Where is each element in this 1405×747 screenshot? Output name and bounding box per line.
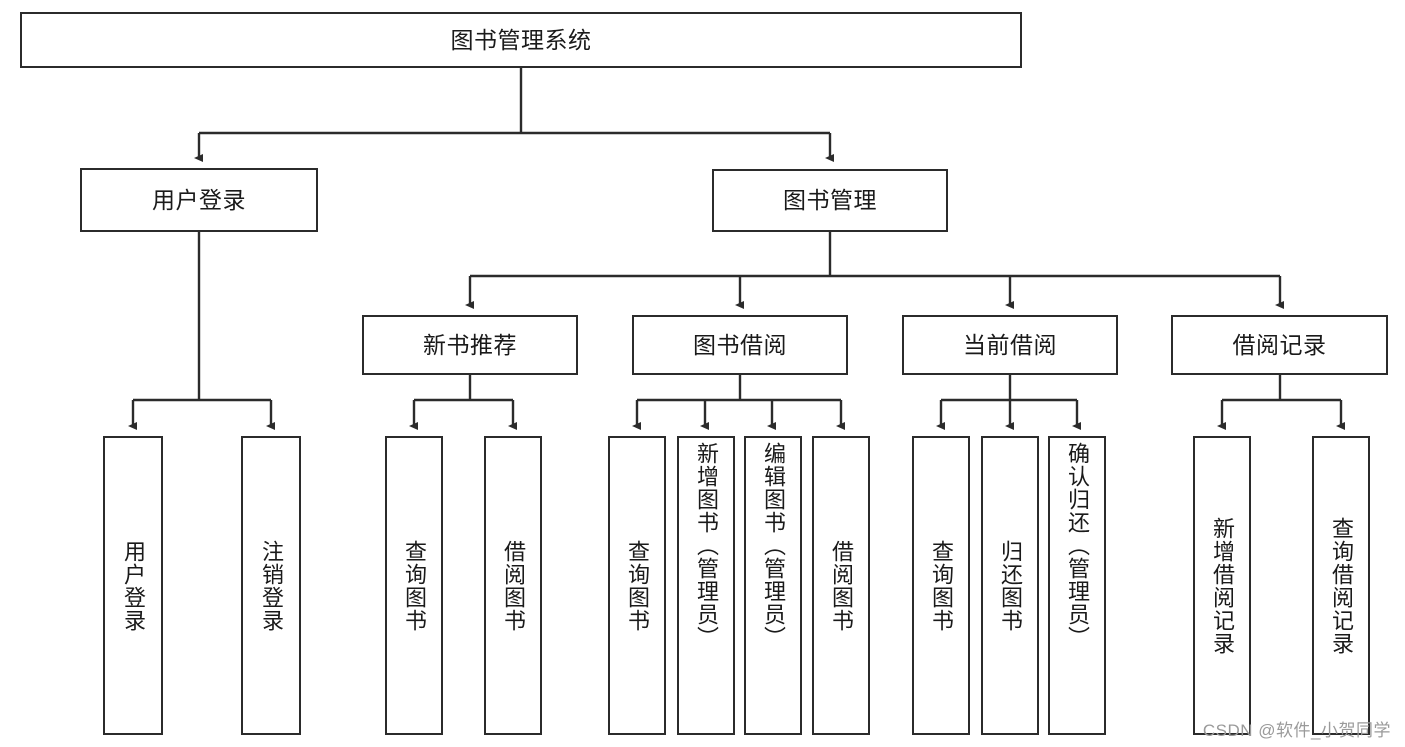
node-label: 借阅图书 bbox=[500, 539, 526, 632]
node-user-login[interactable]: 用户登录 bbox=[80, 168, 318, 232]
vertical-text-wrap: 新增借阅记录 bbox=[1195, 438, 1249, 733]
node-book-management[interactable]: 图书管理 bbox=[712, 169, 948, 232]
node-current-borrow[interactable]: 当前借阅 bbox=[902, 315, 1118, 375]
node-label: 图书借阅 bbox=[693, 331, 787, 358]
node-leaf-edit-book-admin[interactable]: 编辑图书（管理员） bbox=[744, 436, 802, 735]
node-label: 注销登录 bbox=[258, 539, 284, 632]
node-leaf-return-book[interactable]: 归还图书 bbox=[981, 436, 1039, 735]
node-leaf-add-borrow-record[interactable]: 新增借阅记录 bbox=[1193, 436, 1251, 735]
vertical-text-wrap: 查询借阅记录 bbox=[1314, 438, 1368, 733]
node-leaf-query-book-borrow[interactable]: 查询图书 bbox=[608, 436, 666, 735]
node-label: 借阅记录 bbox=[1232, 331, 1327, 358]
node-leaf-borrow-book-recommend[interactable]: 借阅图书 bbox=[484, 436, 542, 735]
vertical-text-wrap: 新增图书（管理员） bbox=[679, 438, 733, 733]
node-label: 用户登录 bbox=[152, 186, 246, 213]
node-leaf-query-book-current[interactable]: 查询图书 bbox=[912, 436, 970, 735]
node-borrow-records[interactable]: 借阅记录 bbox=[1171, 315, 1388, 375]
node-label: 图书管理 bbox=[783, 187, 877, 214]
vertical-text-wrap: 查询图书 bbox=[610, 438, 664, 733]
vertical-text-wrap: 用户登录 bbox=[105, 438, 161, 733]
node-label: 用户登录 bbox=[120, 539, 146, 632]
node-label: 新增借阅记录 bbox=[1209, 516, 1235, 655]
node-root-book-management-system[interactable]: 图书管理系统 bbox=[20, 12, 1022, 68]
node-label: 编辑图书（管理员） bbox=[760, 442, 786, 649]
vertical-text-wrap: 编辑图书（管理员） bbox=[746, 438, 800, 733]
node-leaf-confirm-return-admin[interactable]: 确认归还（管理员） bbox=[1048, 436, 1106, 735]
vertical-text-wrap: 确认归还（管理员） bbox=[1050, 438, 1104, 733]
node-leaf-query-book-recommend[interactable]: 查询图书 bbox=[385, 436, 443, 735]
vertical-text-wrap: 注销登录 bbox=[243, 438, 299, 733]
node-label: 查询图书 bbox=[928, 539, 954, 632]
vertical-text-wrap: 借阅图书 bbox=[486, 438, 540, 733]
node-label: 借阅图书 bbox=[828, 539, 854, 632]
vertical-text-wrap: 借阅图书 bbox=[814, 438, 868, 733]
node-label: 新书推荐 bbox=[423, 331, 517, 358]
node-label: 新增图书（管理员） bbox=[693, 442, 719, 649]
node-label: 确认归还（管理员） bbox=[1064, 442, 1090, 649]
node-label: 归还图书 bbox=[997, 539, 1023, 632]
node-label: 查询图书 bbox=[624, 539, 650, 632]
vertical-text-wrap: 查询图书 bbox=[387, 438, 441, 733]
node-leaf-borrow-book[interactable]: 借阅图书 bbox=[812, 436, 870, 735]
node-label: 查询图书 bbox=[401, 539, 427, 632]
node-leaf-user-login[interactable]: 用户登录 bbox=[103, 436, 163, 735]
node-new-book-recommend[interactable]: 新书推荐 bbox=[362, 315, 578, 375]
node-leaf-query-borrow-record[interactable]: 查询借阅记录 bbox=[1312, 436, 1370, 735]
node-label: 当前借阅 bbox=[963, 331, 1057, 358]
node-label: 查询借阅记录 bbox=[1328, 516, 1354, 655]
node-book-borrow[interactable]: 图书借阅 bbox=[632, 315, 848, 375]
vertical-text-wrap: 查询图书 bbox=[914, 438, 968, 733]
vertical-text-wrap: 归还图书 bbox=[983, 438, 1037, 733]
node-label: 图书管理系统 bbox=[450, 26, 592, 53]
node-leaf-add-book-admin[interactable]: 新增图书（管理员） bbox=[677, 436, 735, 735]
watermark-text: CSDN @软件_小贺同学 bbox=[1202, 721, 1391, 740]
node-leaf-logout[interactable]: 注销登录 bbox=[241, 436, 301, 735]
